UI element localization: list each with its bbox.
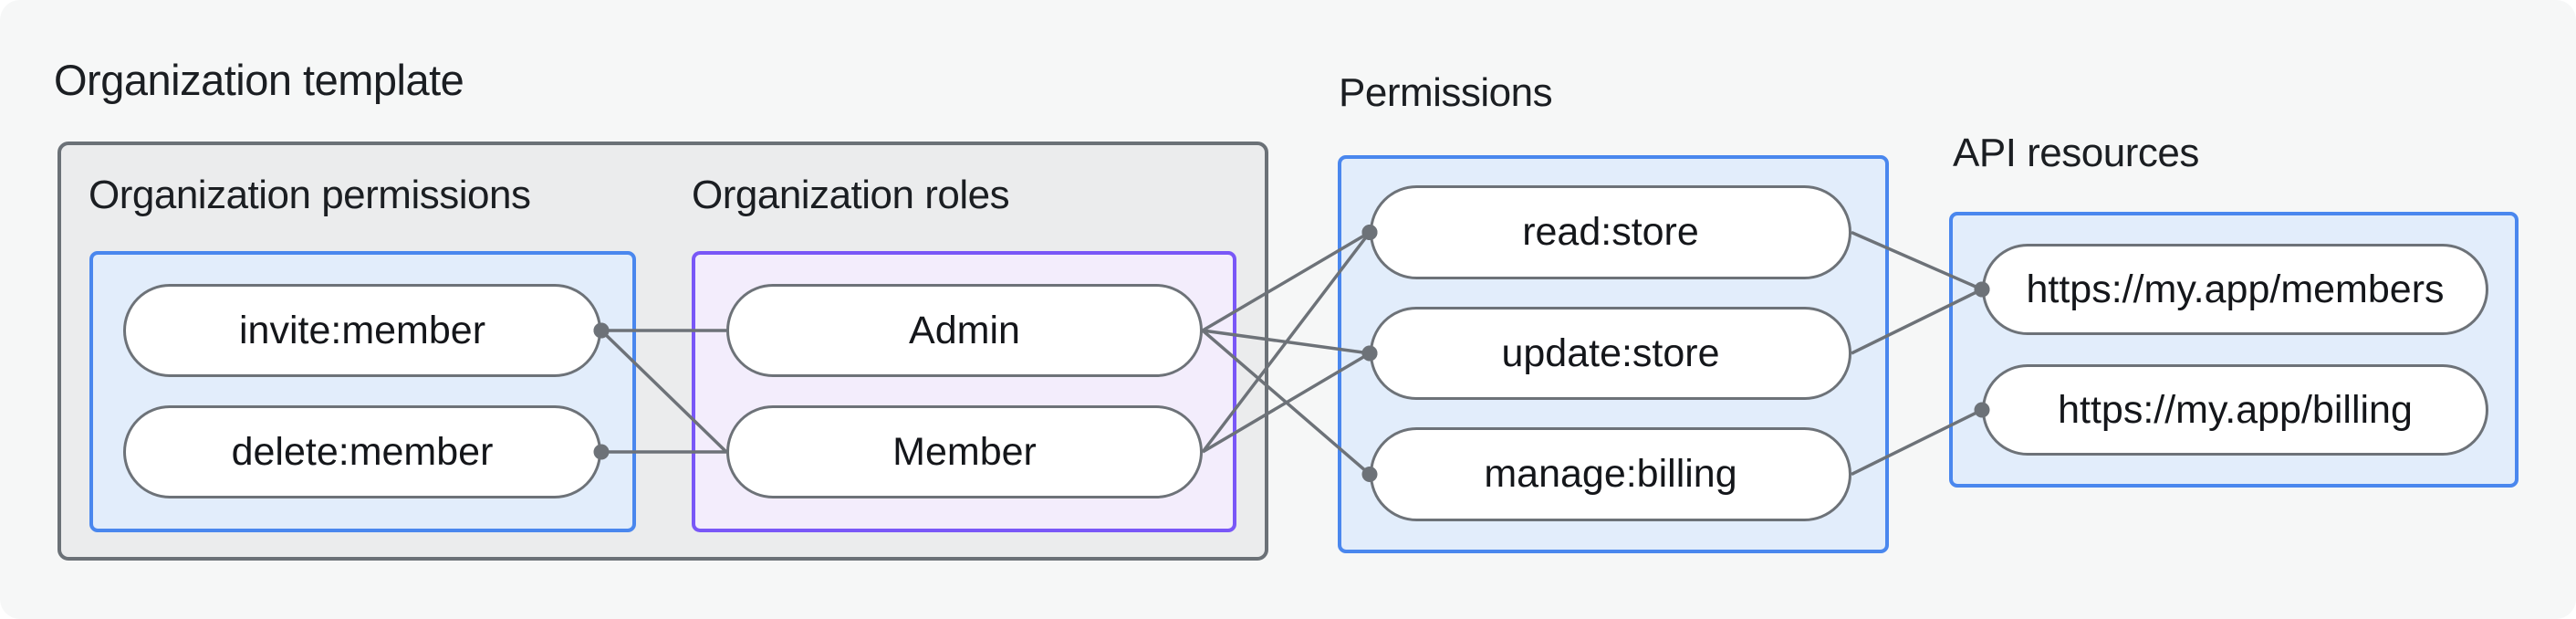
node-update-store: update:store (1370, 307, 1851, 400)
api-resources-heading: API resources (1953, 131, 2199, 175)
node-admin-role: Admin (726, 284, 1203, 377)
permissions-heading: Permissions (1339, 70, 1553, 115)
node-delete-member: delete:member (123, 405, 601, 498)
node-billing-api-url: https://my.app/billing (1982, 364, 2488, 456)
node-read-store: read:store (1370, 185, 1851, 279)
org-roles-heading: Organization roles (692, 173, 1010, 217)
node-member-role: Member (726, 405, 1203, 498)
page-title: Organization template (54, 56, 464, 104)
node-manage-billing: manage:billing (1370, 427, 1851, 521)
node-invite-member: invite:member (123, 284, 601, 377)
node-members-api-url: https://my.app/members (1982, 244, 2488, 335)
org-permissions-heading: Organization permissions (89, 173, 531, 217)
